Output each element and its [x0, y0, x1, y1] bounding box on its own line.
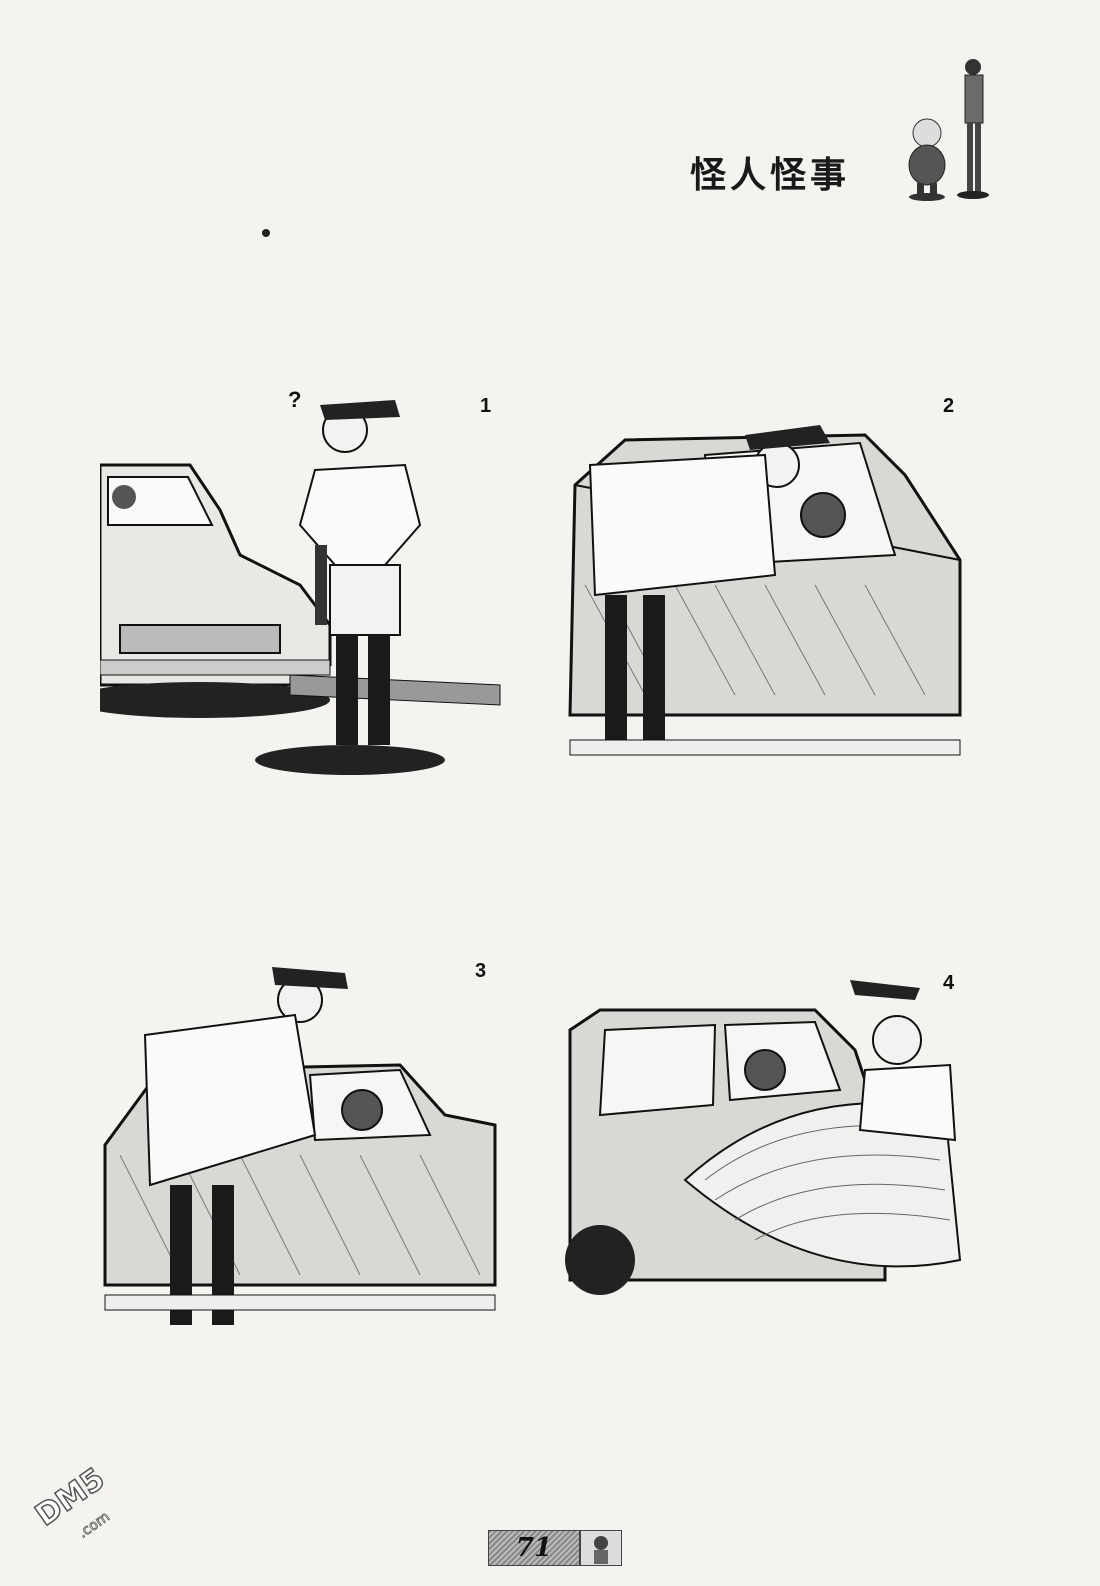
panel-2-illustration	[568, 425, 962, 756]
svg-text:.com: .com	[76, 1509, 113, 1540]
comic-panel-3: 3	[100, 955, 500, 1345]
page-number: 71	[515, 1533, 553, 1563]
header-characters-illustration	[908, 59, 989, 201]
panel-4-illustration	[565, 980, 962, 1295]
page-number-box: 71	[488, 1530, 580, 1566]
panel-1-illustration	[100, 400, 501, 775]
footer-character-icon	[580, 1530, 622, 1566]
comic-panel-4: 4	[565, 960, 965, 1345]
dm5-watermark-logo: DM5 .com	[29, 1461, 114, 1540]
question-mark: ?	[288, 387, 302, 412]
panel-1-number: 1	[480, 395, 492, 417]
panel-3-illustration	[103, 967, 497, 1325]
panel-2-number: 2	[943, 395, 955, 417]
comic-panel-2: 2	[565, 395, 970, 780]
ink-speck	[262, 229, 270, 237]
panel-3-number: 3	[475, 960, 487, 982]
panel-4-number: 4	[943, 972, 955, 994]
page-title: 怪人怪事	[690, 154, 851, 196]
comic-panel-1: 1 ?	[100, 385, 505, 780]
